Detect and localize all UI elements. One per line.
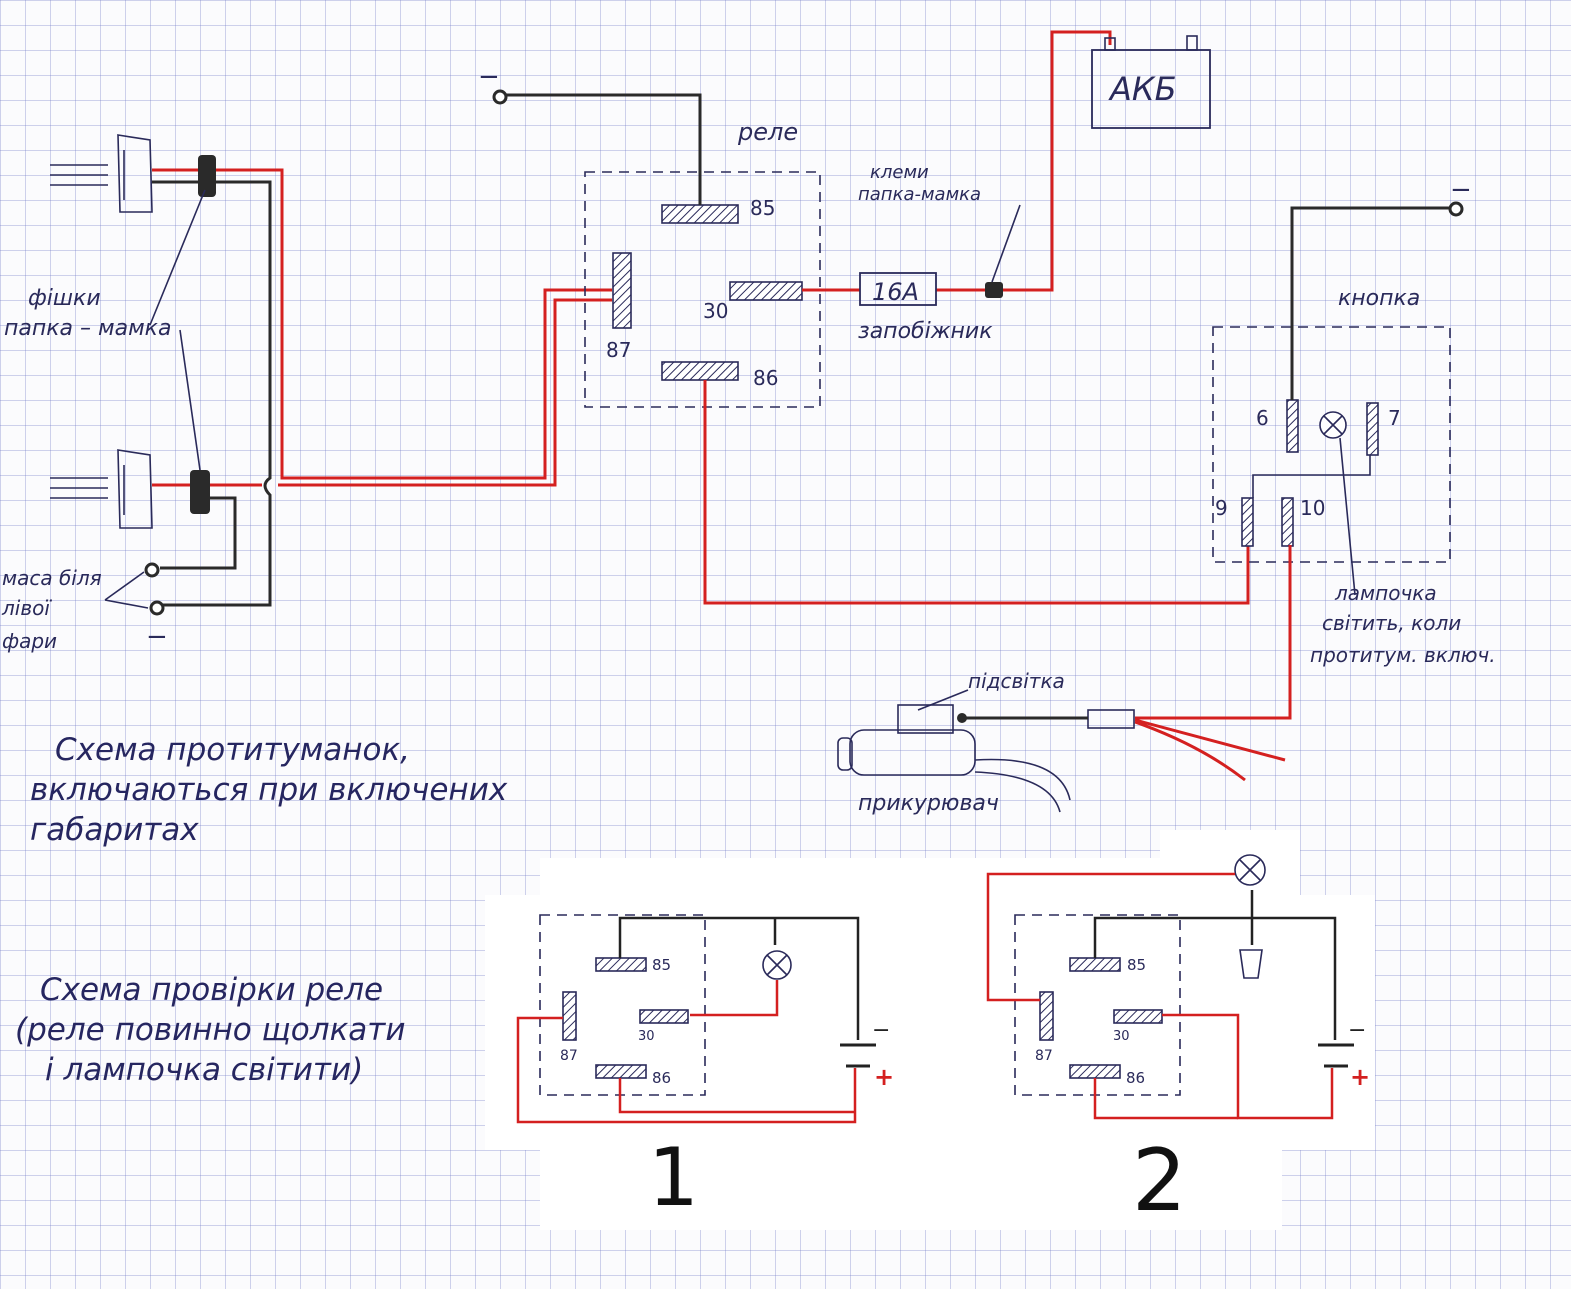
- button-pin-7: [1366, 402, 1379, 456]
- test-panel-2-top-bg: [1160, 830, 1300, 900]
- t1-pin-87: 87: [560, 1048, 578, 1064]
- t2-pin-30: 30: [1113, 1029, 1130, 1044]
- clamp-connector: [985, 282, 1003, 298]
- t1-pin-85: 85: [652, 956, 671, 974]
- pin-10-label: 10: [1300, 496, 1325, 520]
- minus-button: −: [1450, 175, 1472, 205]
- minus-relay: −: [478, 62, 500, 92]
- button-pin-9: [1241, 497, 1254, 547]
- relay-box: [584, 171, 821, 408]
- button-pin-10: [1281, 497, 1294, 547]
- pin-87-label: 87: [606, 338, 631, 362]
- lamp-note-3: протитум. включ.: [1310, 643, 1496, 667]
- pin-9-label: 9: [1215, 496, 1228, 520]
- check-title-2: (реле повинно щолкати: [15, 1012, 406, 1048]
- ground-terminal-1: [144, 562, 160, 578]
- connectors-label-2: папка – мамка: [4, 316, 171, 341]
- t2-minus: −: [1348, 1018, 1366, 1043]
- battery-label: АКБ: [1108, 70, 1177, 108]
- check-title-1: Схема провірки реле: [40, 972, 383, 1008]
- button-pin-6: [1286, 399, 1299, 453]
- fuse-value: 16А: [872, 278, 919, 306]
- connector-top: [198, 155, 216, 197]
- connectors-label-1: фішки: [28, 286, 101, 311]
- clamps-label-2: папка-мамка: [858, 184, 981, 205]
- check-title-3: і лампочка світити): [45, 1052, 363, 1088]
- fog-title-3: габаритах: [30, 812, 199, 848]
- test-circuit-2: 85 30 87 86 − +: [986, 854, 1370, 1120]
- button-lamp-icon: [1319, 411, 1347, 439]
- fog-title-2: включаються при включених: [30, 772, 508, 808]
- ground-terminal-2: [149, 600, 165, 616]
- ground-note-1: маса біля: [2, 566, 102, 590]
- minus-headlight: −: [146, 622, 168, 652]
- t2-plus: +: [1350, 1063, 1370, 1091]
- backlight-label: підсвітка: [968, 669, 1065, 693]
- t1-pin-86: 86: [652, 1069, 671, 1087]
- pin-7-label: 7: [1388, 406, 1401, 430]
- pin-30-label: 30: [703, 299, 728, 323]
- t2-pin-85: 85: [1127, 956, 1146, 974]
- fog-light-top: [50, 134, 153, 213]
- pin-6-label: 6: [1256, 406, 1269, 430]
- relay-pin-86: [661, 361, 739, 381]
- variant-1-label: 1: [648, 1131, 699, 1224]
- variant-2-label: 2: [1132, 1131, 1187, 1231]
- test-panel-2-bg: [955, 895, 1375, 1150]
- relay-label: реле: [737, 118, 798, 146]
- t2-pin-86: 86: [1126, 1069, 1145, 1087]
- pin-85-label: 85: [750, 196, 775, 220]
- clamps-label: клеми: [870, 162, 929, 183]
- t1-plus: +: [874, 1063, 894, 1091]
- fuse-label: запобіжник: [858, 319, 993, 344]
- connector-bottom: [190, 470, 210, 514]
- ground-terminal-button: [1448, 201, 1464, 217]
- fuse: [859, 272, 937, 306]
- ground-note-3: фари: [2, 629, 57, 653]
- relay-pin-30: [729, 281, 803, 301]
- t1-pin-30: 30: [638, 1029, 655, 1044]
- ground-note-2: лівої: [1, 596, 52, 620]
- t1-minus: −: [872, 1018, 890, 1043]
- test-circuit-1: 85 30 87 86 − +: [516, 914, 894, 1124]
- lighter-label: прикурювач: [858, 791, 999, 816]
- lamp-note-1: лампочка: [1334, 581, 1437, 605]
- battery: [1091, 49, 1211, 129]
- t2-pin-87: 87: [1035, 1048, 1053, 1064]
- lamp-note-2: світить, коли: [1322, 611, 1461, 635]
- pin-86-label: 86: [753, 366, 778, 390]
- fog-light-bottom: [50, 449, 153, 529]
- button-label: кнопка: [1338, 286, 1420, 311]
- test-panel-1-bg: [485, 895, 900, 1150]
- relay-pin-85: [661, 204, 739, 224]
- ground-terminal-relay: [492, 89, 508, 105]
- fog-title-1: Схема протитуманок,: [55, 732, 410, 768]
- relay-pin-87: [612, 252, 632, 329]
